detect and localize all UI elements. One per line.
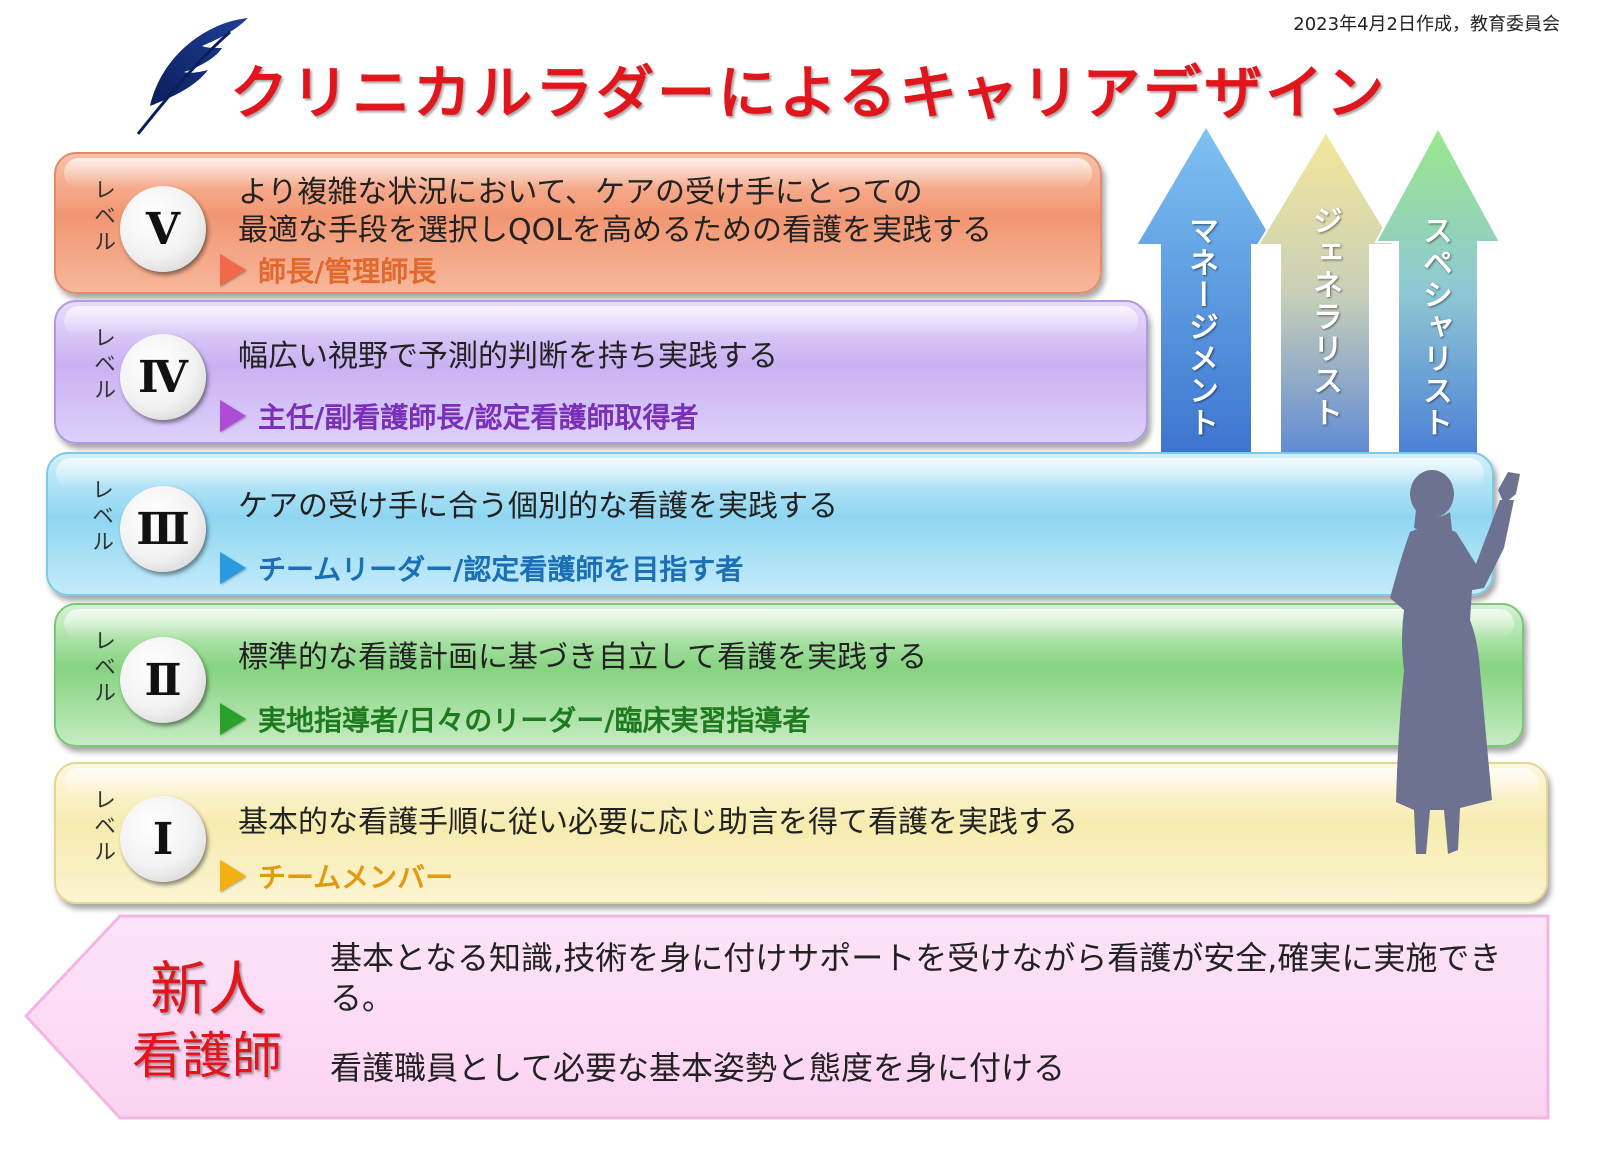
level-description: 幅広い視野で予測的判断を持ち実践する: [238, 339, 778, 374]
newbie-subtitle: 看護師: [132, 1027, 282, 1085]
level-word: レベル: [90, 326, 115, 404]
created-note: 2023年4月2日作成，教育委員会: [1293, 14, 1560, 35]
arrow-label-generalist: ジェネラリスト: [1307, 205, 1342, 429]
arrow-specialist: [1374, 125, 1502, 456]
newbie-description: 基本となる知識,技術を身に付けサポートを受けながら看護が安全,確実に実施できる。: [330, 939, 1502, 1017]
level-numeral-badge: I: [120, 796, 206, 882]
level-3-band: レベル Ⅲ ケアの受け手に合う個別的な看護を実践する チームリーダー/認定看護師…: [46, 452, 1494, 596]
play-triangle-icon: [220, 254, 246, 286]
newbie-band: [23, 914, 1550, 1120]
level-role: 主任/副看護師長/認定看護師取得者: [220, 396, 698, 436]
level-numeral-badge: Ⅲ: [120, 486, 206, 572]
level-description: 標準的な看護計画に基づき自立して看護を実践する: [238, 640, 928, 675]
play-triangle-icon: [220, 860, 246, 892]
level-word: レベル: [88, 478, 113, 556]
feather-icon: [136, 18, 248, 135]
title-area: クリニカルラダーによるキャリアデザイン: [130, 14, 1450, 139]
nurse-silhouette-icon: [1390, 470, 1520, 854]
level-role-text: 主任/副看護師長/認定看護師取得者: [258, 401, 699, 434]
level-numeral-badge: Ⅱ: [120, 637, 206, 723]
level-role-text: 師長/管理師長: [258, 255, 437, 288]
level-description: 基本的な看護手順に従い必要に応じ助言を得て看護を実践する: [238, 805, 1078, 840]
level-description-line: 最適な手段を選択しQOLを高めるための看護を実践する: [238, 213, 992, 248]
page-title: クリニカルラダーによるキャリアデザイン: [230, 59, 1388, 127]
level-role: 実地指導者/日々のリーダー/臨床実習指導者: [220, 699, 810, 739]
level-role-text: 実地指導者/日々のリーダー/臨床実習指導者: [258, 704, 811, 737]
level-role: チームメンバー: [220, 856, 453, 896]
play-triangle-icon: [220, 400, 246, 432]
level-word: レベル: [90, 629, 115, 707]
level-description-line: より複雑な状況において、ケアの受け手にとっての: [238, 175, 923, 210]
newbie-description-2: 看護職員として必要な基本姿勢と態度を身に付ける: [330, 1049, 1066, 1087]
level-4-band: レベル Ⅳ 幅広い視野で予測的判断を持ち実践する 主任/副看護師長/認定看護師取…: [54, 300, 1148, 444]
arrow-label-specialist: スペシャリスト: [1417, 215, 1452, 439]
level-5-band: レベル V より複雑な状況において、ケアの受け手にとっての 最適な手段を選択しQ…: [54, 152, 1102, 294]
level-description: より複雑な状況において、ケアの受け手にとっての 最適な手段を選択しQOLを高める…: [238, 174, 1060, 250]
level-role: チームリーダー/認定看護師を目指す者: [220, 548, 743, 588]
newbie-title: 新人: [150, 955, 267, 1023]
level-word: レベル: [90, 788, 115, 866]
level-description: ケアの受け手に合う個別的な看護を実践する: [238, 489, 838, 524]
career-arrows: [1134, 124, 1502, 456]
play-triangle-icon: [220, 703, 246, 735]
level-role: 師長/管理師長: [220, 250, 436, 290]
arrow-management: [1134, 124, 1278, 456]
level-role-text: チームリーダー/認定看護師を目指す者: [258, 553, 744, 586]
level-2-band: レベル Ⅱ 標準的な看護計画に基づき自立して看護を実践する 実地指導者/日々のリ…: [54, 603, 1524, 747]
level-1-band: レベル I 基本的な看護手順に従い必要に応じ助言を得て看護を実践する チームメン…: [54, 762, 1548, 904]
level-numeral-badge: V: [120, 186, 206, 272]
arrow-generalist: [1256, 130, 1396, 456]
level-role-text: チームメンバー: [258, 861, 454, 894]
level-numeral-badge: Ⅳ: [120, 334, 206, 420]
play-triangle-icon: [220, 552, 246, 584]
arrow-label-management: マネージメント: [1183, 215, 1218, 439]
level-word: レベル: [90, 178, 115, 256]
